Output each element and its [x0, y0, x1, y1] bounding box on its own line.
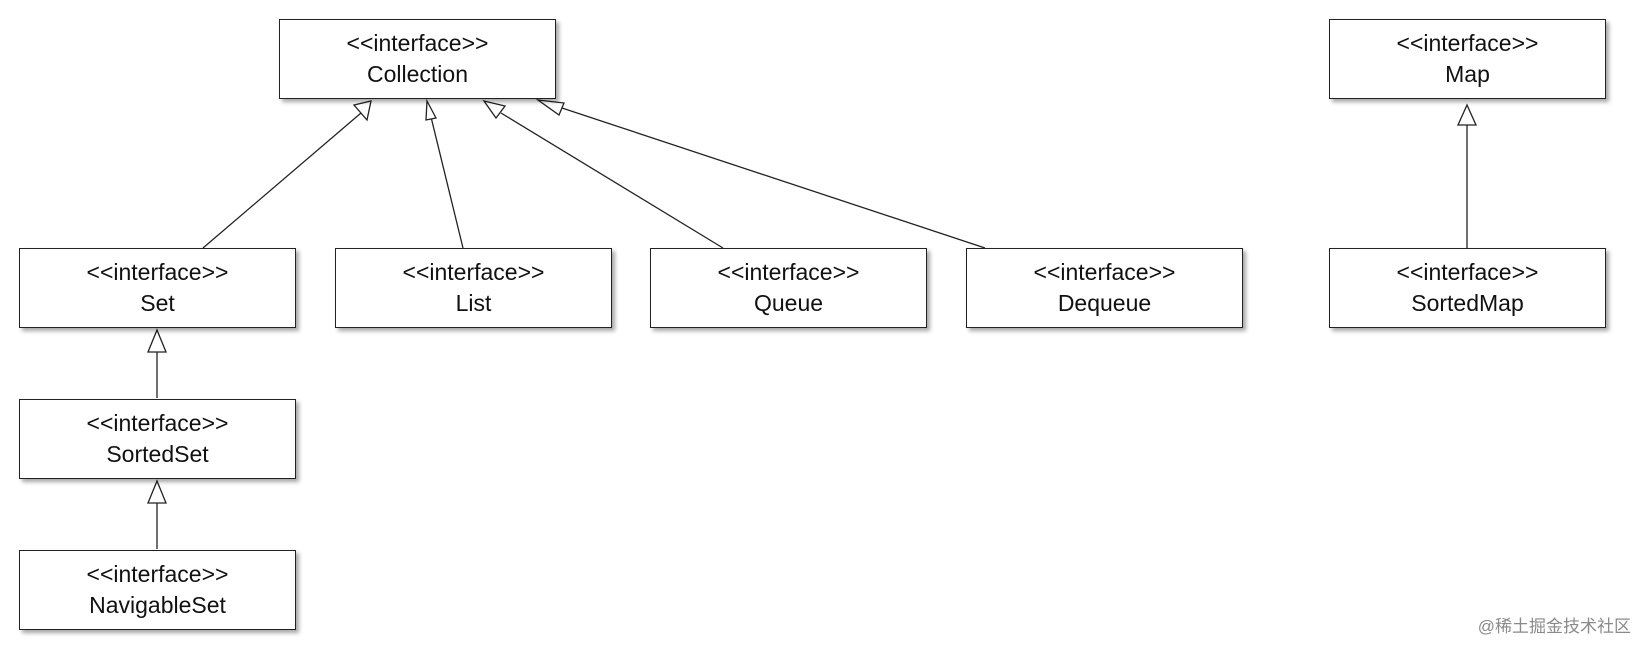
interface-name: NavigableSet — [89, 592, 226, 618]
stereotype-label: <<interface>> — [717, 259, 860, 285]
interface-name: Collection — [367, 61, 468, 87]
stereotype-label: <<interface>> — [86, 561, 229, 587]
arrowhead-navigableset-sortedset — [147, 479, 167, 504]
interface-name: List — [455, 290, 492, 316]
stereotype-label: <<interface>> — [1033, 259, 1176, 285]
stereotype-label: <<interface>> — [402, 259, 545, 285]
stereotype-label: <<interface>> — [1396, 259, 1539, 285]
interface-name: SortedSet — [106, 441, 209, 467]
interface-dequeue: <<interface>> Dequeue — [966, 248, 1243, 328]
edge-list-collection — [430, 116, 464, 249]
watermark: @稀土掘金技术社区 — [1477, 617, 1631, 636]
interface-name: Queue — [753, 290, 824, 316]
stereotype-label: <<interface>> — [86, 259, 229, 285]
stereotype-label: <<interface>> — [346, 30, 489, 56]
interface-set: <<interface>> Set — [19, 248, 296, 328]
arrowhead-dequeue-collection — [535, 99, 565, 117]
edge-set-collection — [202, 112, 362, 249]
stereotype-label: <<interface>> — [86, 410, 229, 436]
arrowhead-set-collection — [352, 100, 372, 122]
interface-map: <<interface>> Map — [1329, 19, 1606, 99]
interface-name: Set — [140, 290, 175, 316]
arrowhead-sortedmap-map — [1456, 103, 1478, 126]
arrowhead-list-collection — [425, 98, 437, 121]
interface-sortedmap: <<interface>> SortedMap — [1329, 248, 1606, 328]
interface-list: <<interface>> List — [335, 248, 612, 328]
arrowhead-sortedset-set — [147, 328, 167, 353]
interface-name: SortedMap — [1411, 290, 1524, 316]
interface-name: Dequeue — [1057, 290, 1152, 316]
arrowhead-queue-collection — [482, 99, 507, 120]
stereotype-label: <<interface>> — [1396, 30, 1539, 56]
interface-sortedset: <<interface>> SortedSet — [19, 399, 296, 479]
interface-queue: <<interface>> Queue — [650, 248, 927, 328]
interface-navigableset: <<interface>> NavigableSet — [19, 550, 296, 630]
interface-name: Map — [1445, 61, 1490, 87]
interface-collection: <<interface>> Collection — [279, 19, 556, 99]
edge-queue-collection — [500, 112, 724, 249]
edge-dequeue-collection — [561, 107, 986, 249]
